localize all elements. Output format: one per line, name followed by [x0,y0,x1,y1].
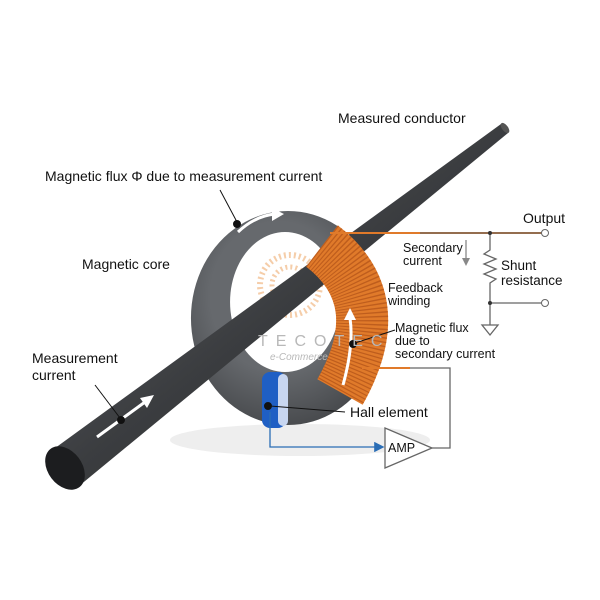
label-amp: AMP [388,441,416,455]
flux-arrow-secondary [341,317,353,386]
label-line: resistance [501,273,563,288]
label-line: secondary current [395,347,496,361]
label-line: winding [388,294,431,308]
label-line: current [403,254,442,268]
hall-signal-wire [269,412,385,453]
watermark-sub: e-Commerce [270,352,328,363]
label-magnetic-core: Magnetic core [82,256,170,272]
hall-element [262,372,288,428]
label-line: Feedback [388,281,443,295]
measured-conductor [51,124,508,486]
label-flux-measurement: Magnetic flux Φ due to measurement curre… [45,168,323,184]
conductor-end [45,446,85,490]
leader-lines [94,189,396,424]
label-feedback-winding: Feedback winding [388,282,443,308]
amp-symbol [384,427,434,469]
output-terminal-bottom [541,299,549,307]
label-line: Shunt [501,258,537,273]
label-line: Magnetic flux [395,321,469,335]
shadow [170,424,430,456]
label-line: Measurement [32,350,118,366]
label-measured-conductor: Measured conductor [338,110,466,126]
circuit-wires [330,232,545,449]
watermark-brand: TECOTEC [258,333,391,350]
label-output: Output [523,210,566,226]
label-line: Secondary [403,241,463,255]
label-hall-element: Hall element [350,404,428,420]
label-flux-secondary: Magnetic flux due to secondary current [395,322,495,361]
flux-arrow-core [236,212,276,234]
label-shunt-resistance: Shunt resistance [501,258,563,288]
label-line: current [32,367,76,383]
output-terminal-top [541,229,549,237]
label-measurement-current: Measurement current [32,350,118,384]
feedback-winding [305,225,389,405]
label-line: due to [395,334,430,348]
label-secondary-current: Secondary current [403,242,463,268]
